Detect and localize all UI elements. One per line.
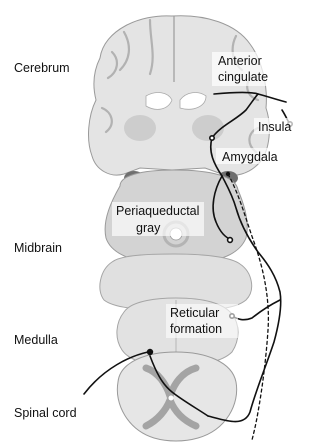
label-cerebrum: Cerebrum [14, 61, 70, 75]
region-labels: Cerebrum Midbrain Medulla Spinal cord [14, 61, 77, 420]
amygdala-descending-origin [226, 172, 230, 176]
label-periaqueductal-gray-line1: Periaqueductal [116, 204, 199, 218]
amygdala-terminal [210, 136, 214, 140]
label-reticular-formation-line2: formation [170, 322, 222, 336]
label-periaqueductal-gray-line2: gray [136, 221, 161, 235]
label-amygdala: Amygdala [222, 150, 278, 164]
label-midbrain: Midbrain [14, 241, 62, 255]
label-insula: Insula [258, 120, 291, 134]
label-medulla: Medulla [14, 333, 58, 347]
label-anterior-cingulate-line2: cingulate [218, 70, 268, 84]
label-anterior-cingulate-line1: Anterior [218, 54, 262, 68]
pag-terminal [228, 238, 233, 243]
dorsal-root-ganglion [147, 349, 153, 355]
label-reticular-formation-line1: Reticular [170, 306, 219, 320]
label-spinal-cord: Spinal cord [14, 406, 77, 420]
